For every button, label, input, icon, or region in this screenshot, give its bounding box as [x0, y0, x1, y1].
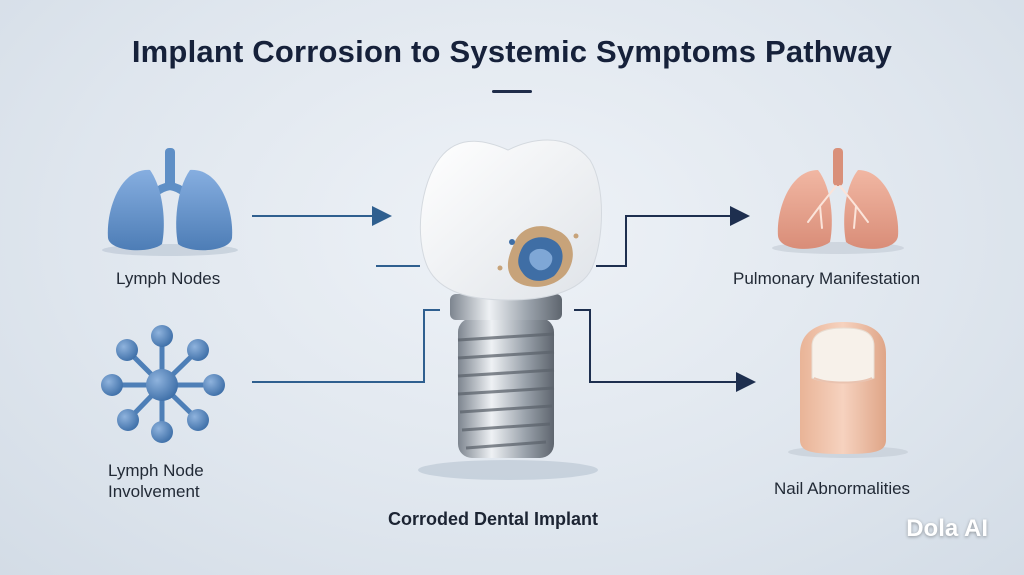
arrow-implant-to-nail: [574, 309, 756, 392]
label-nail-abnormalities: Nail Abnormalities: [774, 479, 911, 498]
label-lymph-node-involvement-line2: Involvement: [108, 482, 200, 502]
arrow-network-to-implant: [252, 309, 440, 383]
fingernail-icon: [788, 322, 908, 458]
network-node-icon: [101, 325, 225, 443]
label-lymph-nodes: Lymph Nodes: [116, 269, 221, 288]
pink-lungs-icon: [772, 148, 904, 254]
brand-watermark: Dola AI: [906, 515, 988, 542]
page-title: Implant Corrosion to Systemic Symptoms P…: [131, 34, 893, 69]
label-pulmonary-manifestation: Pulmonary Manifestation: [733, 269, 921, 288]
label-lymph-node-involvement: Lymph Node Involvement: [108, 460, 204, 503]
title-divider: [492, 90, 532, 93]
dental-implant-icon: [418, 139, 602, 480]
label-lymph-node-involvement-line1: Lymph Node: [108, 461, 204, 480]
label-corroded-dental-implant: Corroded Dental Implant: [388, 509, 599, 529]
lungs-icon: [102, 148, 238, 256]
arrow-implant-to-pulmonary: [596, 206, 750, 267]
